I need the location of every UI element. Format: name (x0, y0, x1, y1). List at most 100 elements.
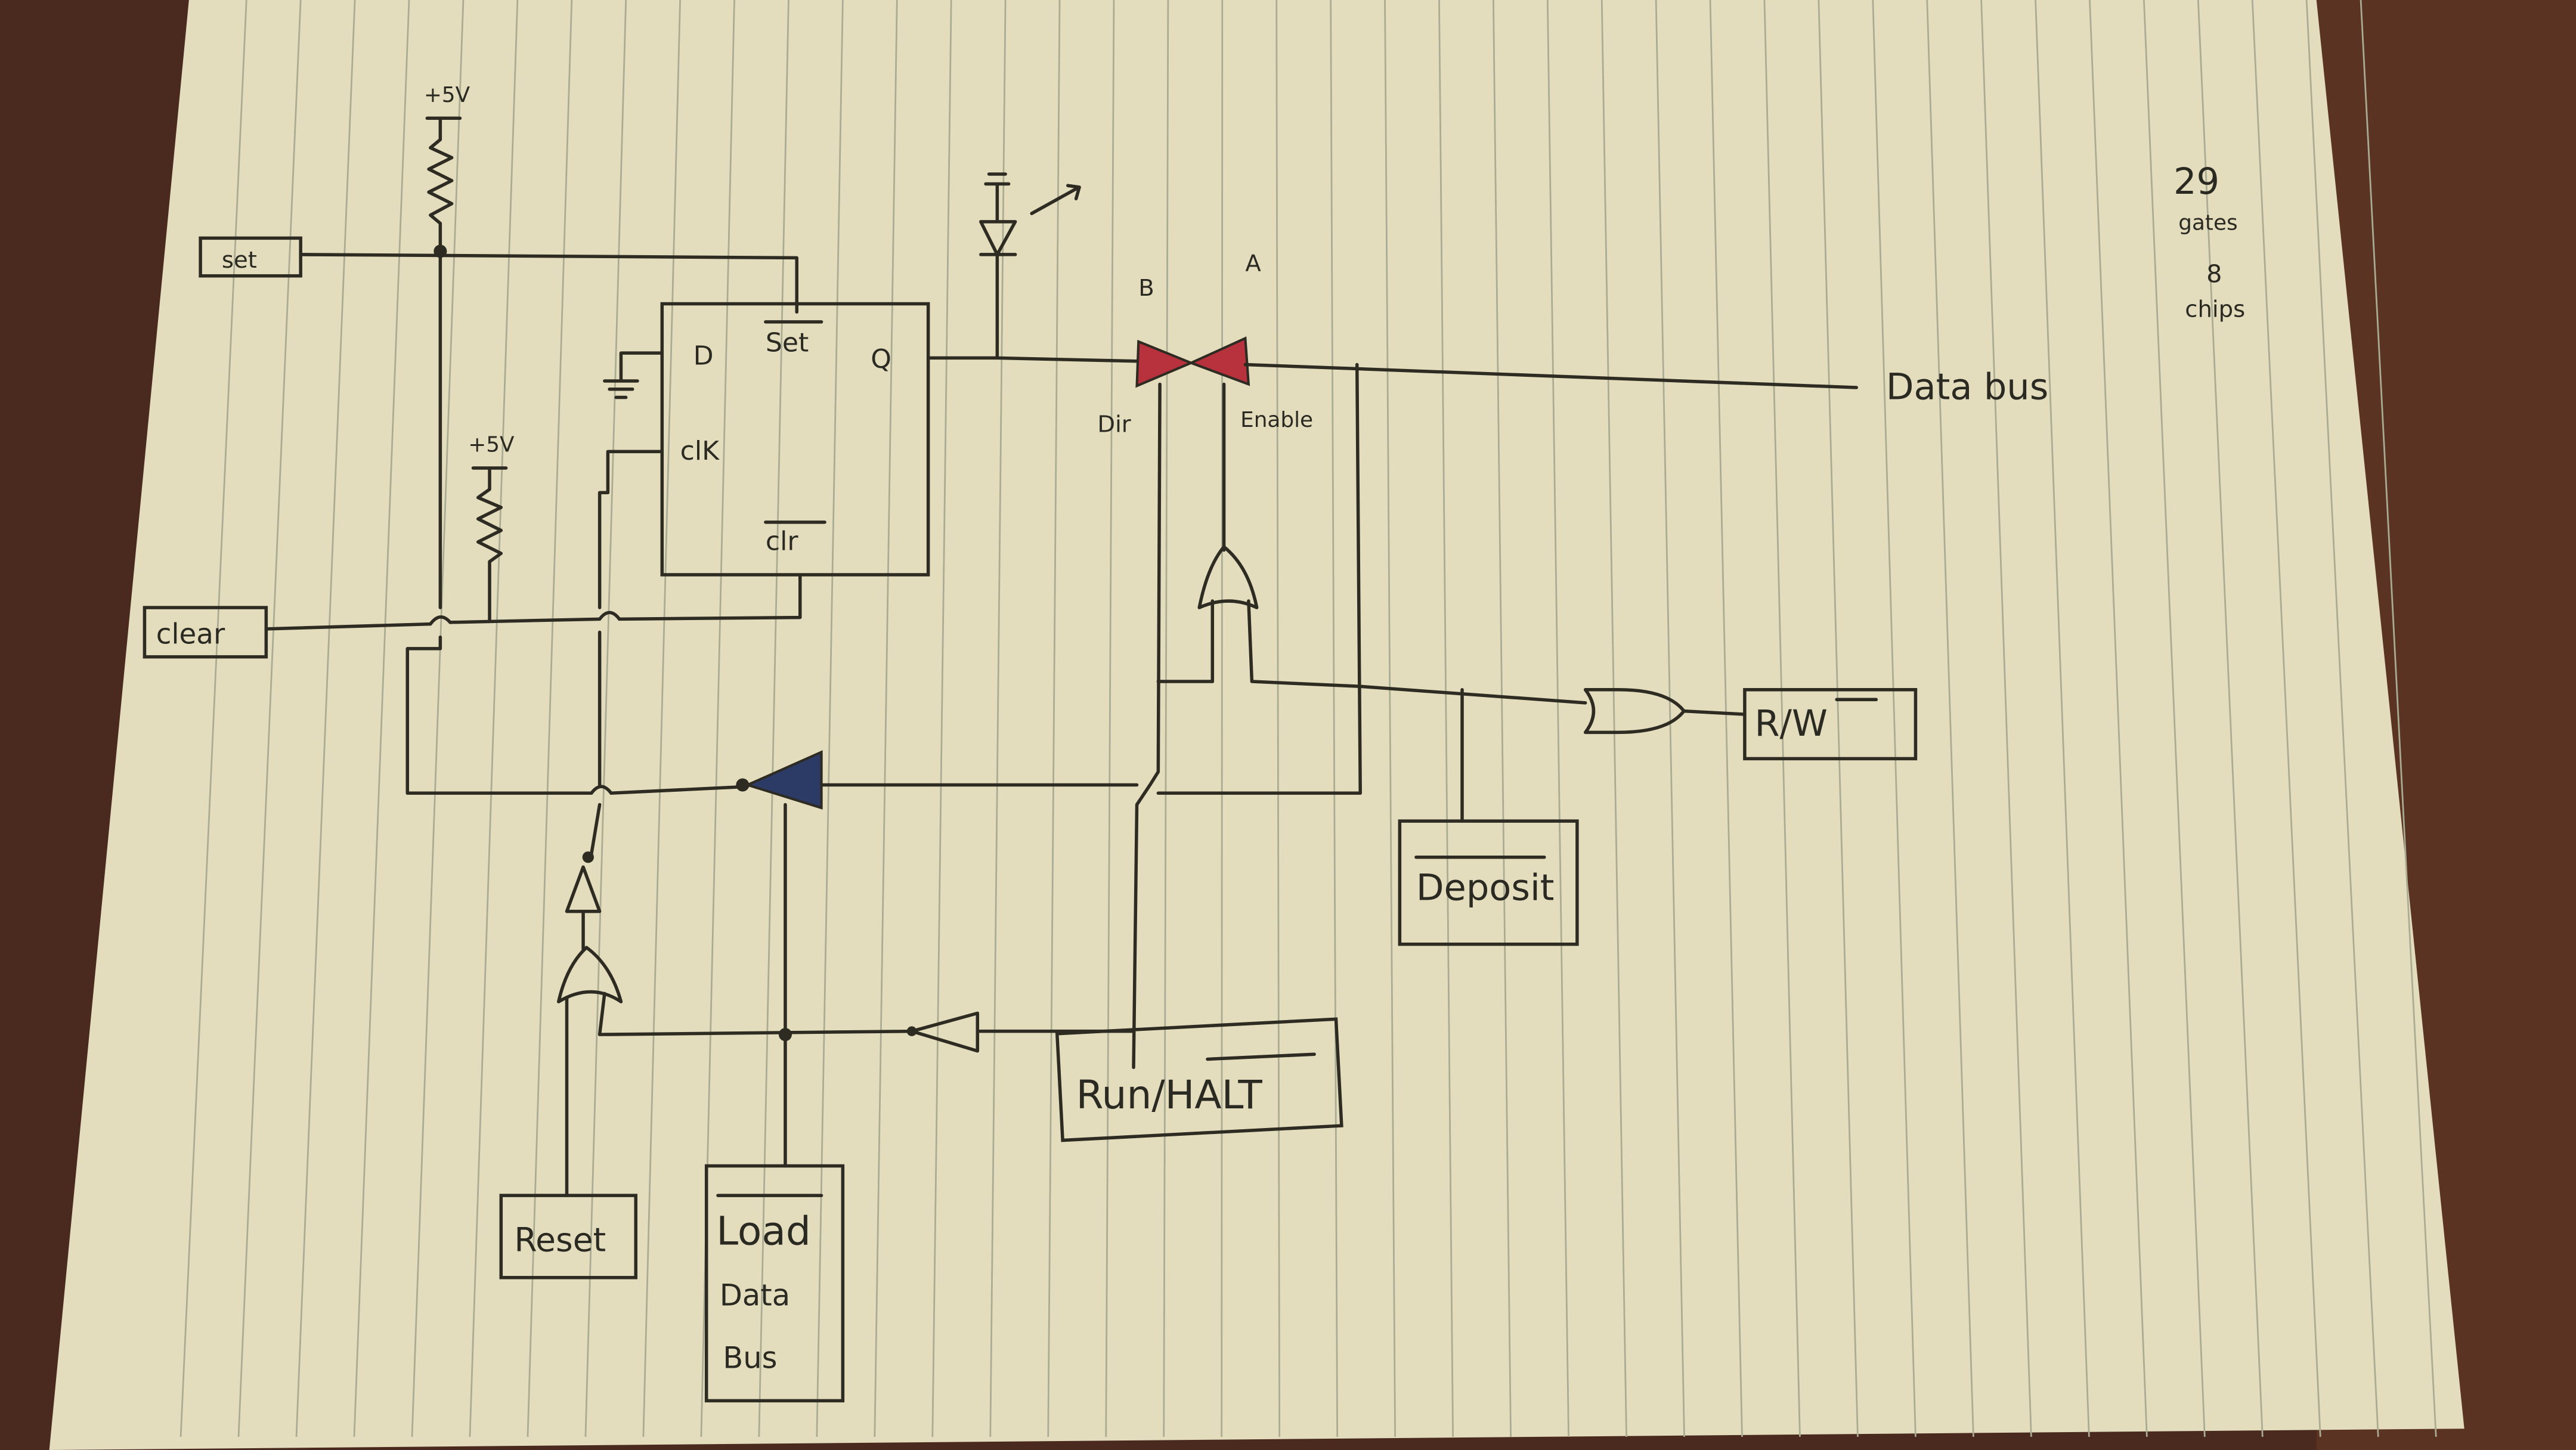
enable-label: Enable (1240, 408, 1313, 432)
ruled-line (2143, 0, 2206, 1437)
tristate-buffer-icon (744, 750, 823, 810)
ruled-line (1330, 0, 1339, 1437)
ruled-line (2089, 0, 2148, 1437)
gates-count: 29 (2174, 161, 2219, 203)
ff-clk-label: clK (680, 436, 720, 466)
wire-crossover (429, 611, 621, 626)
ruled-line (2251, 0, 2321, 1437)
reset-wire (565, 992, 914, 1197)
ruled-line (2197, 0, 2264, 1437)
run-halt-label: Run/HALT (1076, 1072, 1263, 1118)
rw-label: R/W (1754, 703, 1827, 745)
data-bus-wire (1243, 362, 1859, 389)
rw-output-wire (1682, 709, 1747, 716)
bus-label: Bus (723, 1340, 777, 1375)
nor-gate-icon (556, 946, 623, 1003)
transceiver-b-triangle (1135, 339, 1194, 388)
ruled-line (758, 0, 789, 1437)
ff-q-label: Q (871, 344, 891, 374)
clear-wire (264, 573, 802, 631)
set-input-box (199, 236, 302, 278)
ff-set-label: Set (766, 327, 809, 358)
ruled-line (1384, 0, 1397, 1437)
led-icon (979, 172, 1081, 360)
ruled-line (584, 0, 627, 1437)
ruled-line (1926, 0, 1974, 1437)
ruled-line (1872, 0, 1916, 1437)
data-label: Data (720, 1278, 790, 1313)
vcc-mid-label: +5V (468, 432, 515, 457)
ruled-line (1818, 0, 1859, 1437)
ruled-line (1600, 0, 1627, 1437)
set-label: set (222, 247, 257, 274)
ruled-line (295, 0, 356, 1437)
ruled-line (816, 0, 844, 1437)
dir-wire (1132, 382, 1162, 1070)
ruled-line (411, 0, 465, 1437)
ruled-line (1709, 0, 1743, 1437)
ruled-line (1438, 0, 1454, 1437)
ruled-line (2035, 0, 2090, 1437)
junction-dot (906, 1026, 917, 1036)
paper-sheet (49, 0, 2464, 1450)
junction-dot (582, 851, 594, 863)
pullup-resistor-mid (471, 466, 508, 622)
ff-d-label: D (693, 340, 714, 371)
junction-dot (778, 1028, 792, 1042)
ground-icon (603, 351, 664, 399)
dir-label: Dir (1097, 411, 1131, 438)
clear-input-box (143, 606, 268, 659)
ruled-line (1655, 0, 1685, 1437)
ruled-line (469, 0, 519, 1437)
right-vertical-wire (1156, 362, 1362, 795)
or-gate-rw (1583, 688, 1686, 735)
ff-clr-label: clr (766, 526, 798, 557)
ruled-line (1763, 0, 1801, 1437)
chips-count: 8 (2206, 260, 2222, 289)
data-bus-label: Data bus (1886, 366, 2048, 408)
ruled-lines (179, 0, 2437, 1437)
or-gate-enable (1197, 545, 1259, 609)
chips-label: chips (2185, 296, 2245, 323)
ruled-line (1493, 0, 1512, 1437)
transceiver-a-triangle (1188, 336, 1250, 386)
left-loop-wire (405, 249, 750, 795)
ruled-line (1163, 0, 1169, 1437)
ruled-line (642, 0, 681, 1437)
ruled-line (527, 0, 573, 1437)
ruled-line (1546, 0, 1569, 1437)
or-inputs-wire (1210, 599, 1362, 689)
ruled-line (1047, 0, 1061, 1437)
pin-b-label: B (1138, 275, 1154, 302)
clk-wire (590, 450, 664, 856)
clear-label: clear (156, 619, 225, 651)
d-flip-flop (660, 302, 930, 577)
ruled-line (1980, 0, 2032, 1437)
rw-output-box (1743, 688, 1918, 761)
ruled-line (1275, 0, 1281, 1437)
overline (1206, 1052, 1316, 1061)
run-halt-input-box (1055, 1017, 1343, 1142)
deposit-input-box (1398, 819, 1579, 946)
reset-label: Reset (514, 1221, 606, 1259)
ruled-line (1105, 0, 1115, 1437)
ruled-line (2305, 0, 2379, 1437)
rw-wire (1358, 684, 1587, 705)
gates-label: gates (2178, 211, 2237, 236)
pin-a-label: A (1245, 250, 1261, 277)
ruled-line (353, 0, 410, 1437)
ruled-line (989, 0, 1007, 1437)
pullup-resistor-top (425, 116, 462, 253)
inverter-icon (565, 865, 602, 951)
ruled-line (2360, 0, 2437, 1437)
junction-dot (736, 778, 750, 792)
vcc-top-label: +5V (424, 83, 470, 107)
deposit-label: Deposit (1416, 867, 1555, 909)
wire-crossover (590, 785, 613, 795)
ruled-line (874, 0, 898, 1437)
reset-input-box (499, 1194, 637, 1279)
load-data-bus-box (704, 1164, 845, 1403)
load-label: Load (716, 1209, 811, 1254)
ruled-line (931, 0, 952, 1437)
